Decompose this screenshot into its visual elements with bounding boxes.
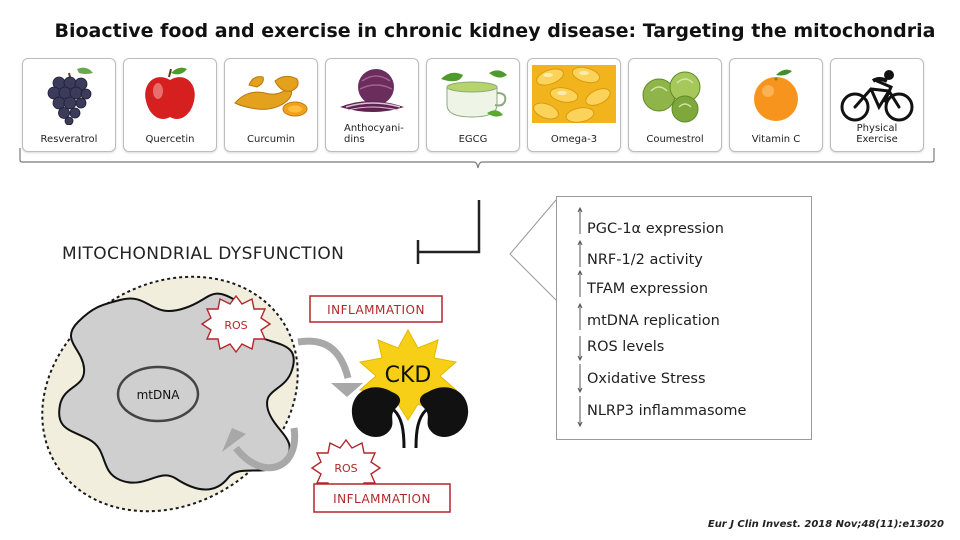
inhibition-arrow	[418, 200, 481, 254]
curved-arrow-bottom	[233, 427, 299, 472]
up-arrow-icon	[577, 270, 583, 297]
fish-oil-capsules-icon	[532, 65, 616, 123]
arrowhead-bottom	[222, 428, 246, 452]
grouping-brace	[19, 148, 935, 169]
food-label: Vitamin C	[751, 134, 801, 145]
ros-label-mito: ROS	[224, 319, 247, 332]
up-arrow-icon	[577, 207, 583, 234]
food-card-anthocyanidins: Anthocyani- dins	[325, 58, 419, 152]
green-tea-icon	[441, 70, 507, 118]
food-card-egcg: EGCG	[426, 58, 520, 152]
food-label: Curcumin	[247, 134, 295, 145]
cyclist-icon	[840, 70, 914, 122]
apple-icon	[145, 67, 195, 120]
brussels-sprouts-icon	[642, 71, 701, 123]
effect-oxidative-stress: Oxidative Stress	[587, 371, 706, 387]
up-arrow-icon	[577, 240, 583, 267]
grapes-icon	[47, 67, 93, 125]
food-label: Physical Exercise	[856, 123, 898, 145]
effect-tfam: TFAM expression	[587, 281, 709, 297]
food-card-vitamin-c: Vitamin C	[729, 58, 823, 152]
inflammation-label-bottom: INFLAMMATION	[333, 492, 431, 506]
down-arrow-icon	[577, 336, 583, 361]
food-label: Coumestrol	[646, 134, 704, 145]
inflammation-badge-bottom	[313, 483, 451, 513]
food-card-coumestrol: Coumestrol	[628, 58, 722, 152]
food-card-resveratrol: Resveratrol	[22, 58, 116, 152]
effect-nlrp3: NLRP3 inflammasome	[587, 403, 747, 419]
food-label: Omega-3	[550, 134, 598, 145]
mitochondrial-dysfunction-label: MITOCHONDRIAL DYSFUNCTION	[62, 244, 345, 264]
kidneys-icon	[351, 387, 469, 449]
citation: Eur J Clin Invest. 2018 Nov;48(11):e1302…	[707, 519, 944, 530]
bioactive-foods-row: Resveratrol Quercetin Curcumin	[22, 58, 924, 152]
effect-pgc1a: PGC-1α expression	[587, 221, 724, 237]
callout-pointer	[509, 199, 557, 301]
food-card-omega3: Omega-3	[527, 58, 621, 152]
ckd-label: CKD	[385, 363, 432, 388]
food-card-quercetin: Quercetin	[123, 58, 217, 152]
food-label: Quercetin	[145, 134, 195, 145]
food-card-physical-exercise: Physical Exercise	[830, 58, 924, 152]
effect-ros-levels: ROS levels	[587, 339, 665, 355]
mtdna-label: mtDNA	[137, 388, 181, 402]
food-card-curcumin: Curcumin	[224, 58, 318, 152]
up-arrow-icon	[577, 303, 583, 330]
effect-mtdna-replication: mtDNA replication	[587, 313, 720, 329]
food-label: Resveratrol	[40, 134, 98, 145]
food-label: Anthocyani- dins	[344, 123, 404, 145]
curved-arrow-top	[297, 337, 352, 379]
orange-icon	[754, 69, 798, 121]
down-arrow-icon	[577, 396, 583, 427]
down-arrow-icon	[577, 364, 583, 393]
ros-label-ckd: ROS	[334, 462, 357, 475]
effect-nrf: NRF-1/2 activity	[587, 252, 703, 268]
ros-badge-mito	[200, 294, 272, 354]
inflammation-label-top: INFLAMMATION	[327, 303, 425, 317]
food-label: EGCG	[458, 134, 488, 145]
arrowhead-top	[331, 383, 363, 397]
diagram-title: Bioactive food and exercise in chronic k…	[54, 20, 936, 42]
turmeric-icon	[234, 75, 308, 117]
red-cabbage-icon	[340, 69, 404, 112]
effects-callout: PGC-1α expression NRF-1/2 activity TFAM …	[556, 196, 812, 440]
inflammation-badge-top	[309, 295, 443, 323]
mtdna-ring	[116, 365, 200, 423]
